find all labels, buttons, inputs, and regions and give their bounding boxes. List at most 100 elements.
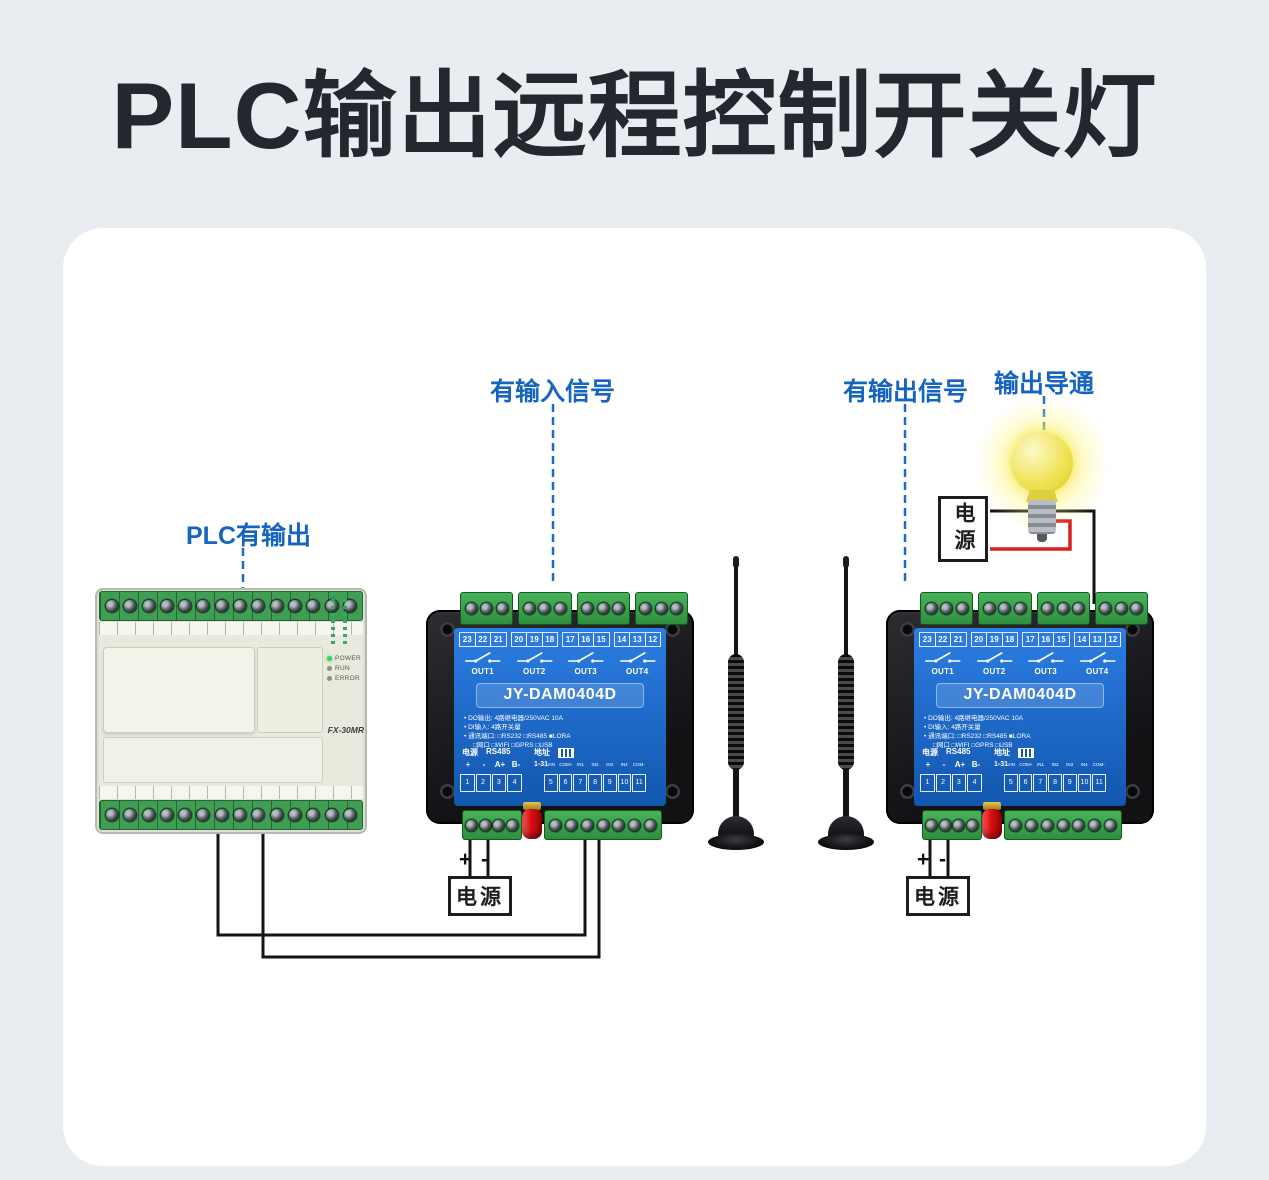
address-range: 1-31	[994, 761, 1009, 768]
label-output-on: 输出导通	[994, 370, 1095, 398]
screw-icon	[1073, 603, 1085, 614]
spec-line: □网口 □WIFI □GPRS □USB	[933, 742, 1013, 749]
power-header: 电源	[922, 748, 938, 757]
screw-icon	[554, 603, 566, 614]
terminal-block	[576, 592, 630, 625]
io-label: COM-	[1092, 762, 1105, 767]
screw-icon	[1073, 819, 1085, 831]
terminal-block	[460, 592, 514, 625]
screw-icon	[941, 603, 953, 614]
terminal-number: 14	[1073, 632, 1090, 647]
module-specs: • DO输出: 4路继电器/250VAC 10A • DI输入: 4路开关量 •…	[464, 714, 571, 750]
antenna-base-disc	[818, 834, 874, 850]
screw-icon	[640, 603, 652, 614]
io-indicator-column	[343, 592, 347, 646]
power-box-bulb: 电源	[938, 496, 988, 562]
dam-bottom-terminals-left	[922, 810, 982, 840]
pin-label: B-	[971, 760, 981, 769]
screw-icon	[1100, 603, 1112, 614]
screw-icon	[597, 819, 609, 831]
plc-terminal-strip-bottom	[99, 800, 363, 830]
terminal-number: 16	[1037, 632, 1054, 647]
terminal-cell: 1	[920, 774, 935, 792]
plc-side-panel	[257, 647, 323, 733]
relay-symbol-icon	[1079, 652, 1116, 663]
plc-device: POWER RUN ERROR FX-30MR	[95, 588, 367, 838]
spec-line: • 通讯端口: □RS232 □RS485 ■LORA	[924, 733, 1031, 740]
screw-icon	[179, 600, 192, 612]
screw-icon	[197, 600, 210, 612]
label-output-signal: 有输出信号	[843, 378, 969, 406]
address-header: 地址	[994, 748, 1010, 757]
terminal-number: 18	[541, 632, 558, 647]
screw-icon	[465, 603, 477, 614]
io-indicator-column	[331, 592, 335, 646]
screw-icon	[124, 809, 137, 821]
terminal-cell: 5	[544, 774, 558, 792]
out-label: OUT4	[1085, 667, 1109, 676]
screw-icon	[999, 603, 1011, 614]
terminal-block	[1036, 592, 1090, 625]
terminal-number: 15	[1053, 632, 1070, 647]
screw-icon	[1131, 603, 1143, 614]
antenna-tip	[843, 556, 849, 568]
relay-symbol-icon	[976, 652, 1013, 663]
screw-icon	[479, 819, 491, 831]
plc-label-strip-bottom	[99, 786, 363, 799]
screw-icon	[523, 603, 535, 614]
mounting-hole-icon	[1125, 784, 1140, 799]
terminal-cell: 4	[967, 774, 982, 792]
mounting-hole-icon	[665, 784, 680, 799]
screw-icon	[252, 809, 265, 821]
screw-icon	[142, 809, 155, 821]
out-label: OUT3	[1034, 667, 1058, 676]
relay-symbol-icon	[1027, 652, 1064, 663]
led-row: ERROR	[327, 675, 361, 682]
antenna-connector-nut	[983, 802, 1001, 810]
pin-label: A+	[494, 760, 506, 769]
screw-icon	[925, 819, 937, 831]
led-row: RUN	[327, 665, 361, 672]
screw-icon	[671, 603, 683, 614]
plc-label-strip-top	[99, 622, 363, 635]
bulb-screw-base	[1028, 500, 1056, 534]
minus-mark: -	[939, 848, 946, 871]
screw-icon	[655, 603, 667, 614]
power-led-icon	[327, 656, 332, 661]
mounting-hole-icon	[900, 622, 915, 637]
screw-icon	[1025, 819, 1037, 831]
power-box-module-2: 电源	[906, 876, 970, 916]
out-label: OUT2	[982, 667, 1006, 676]
io-label: IN4	[1080, 762, 1088, 767]
screw-icon	[270, 600, 283, 612]
io-label: IN2	[1051, 762, 1059, 767]
screw-icon	[124, 600, 137, 612]
terminal-cell: 10	[1077, 774, 1092, 792]
io-label: COM+	[1019, 762, 1033, 767]
terminal-cell: 4	[507, 774, 522, 792]
terminal-number: 21	[950, 632, 967, 647]
run-led-icon	[327, 666, 332, 671]
terminal-block	[518, 592, 572, 625]
terminal-number: 12	[1104, 632, 1121, 647]
terminal-number: 16	[577, 632, 594, 647]
screw-icon	[179, 809, 192, 821]
plus-mark: +	[917, 848, 930, 871]
screw-icon	[1042, 603, 1054, 614]
io-label: IN1	[576, 762, 584, 767]
screw-icon	[1115, 603, 1127, 614]
screw-icon	[234, 809, 247, 821]
terminal-cell: 6	[1018, 774, 1033, 792]
terminal-number: 22	[934, 632, 951, 647]
module-model-label: JY-DAM0404D	[936, 683, 1104, 708]
relay-symbol-icon	[464, 652, 501, 663]
